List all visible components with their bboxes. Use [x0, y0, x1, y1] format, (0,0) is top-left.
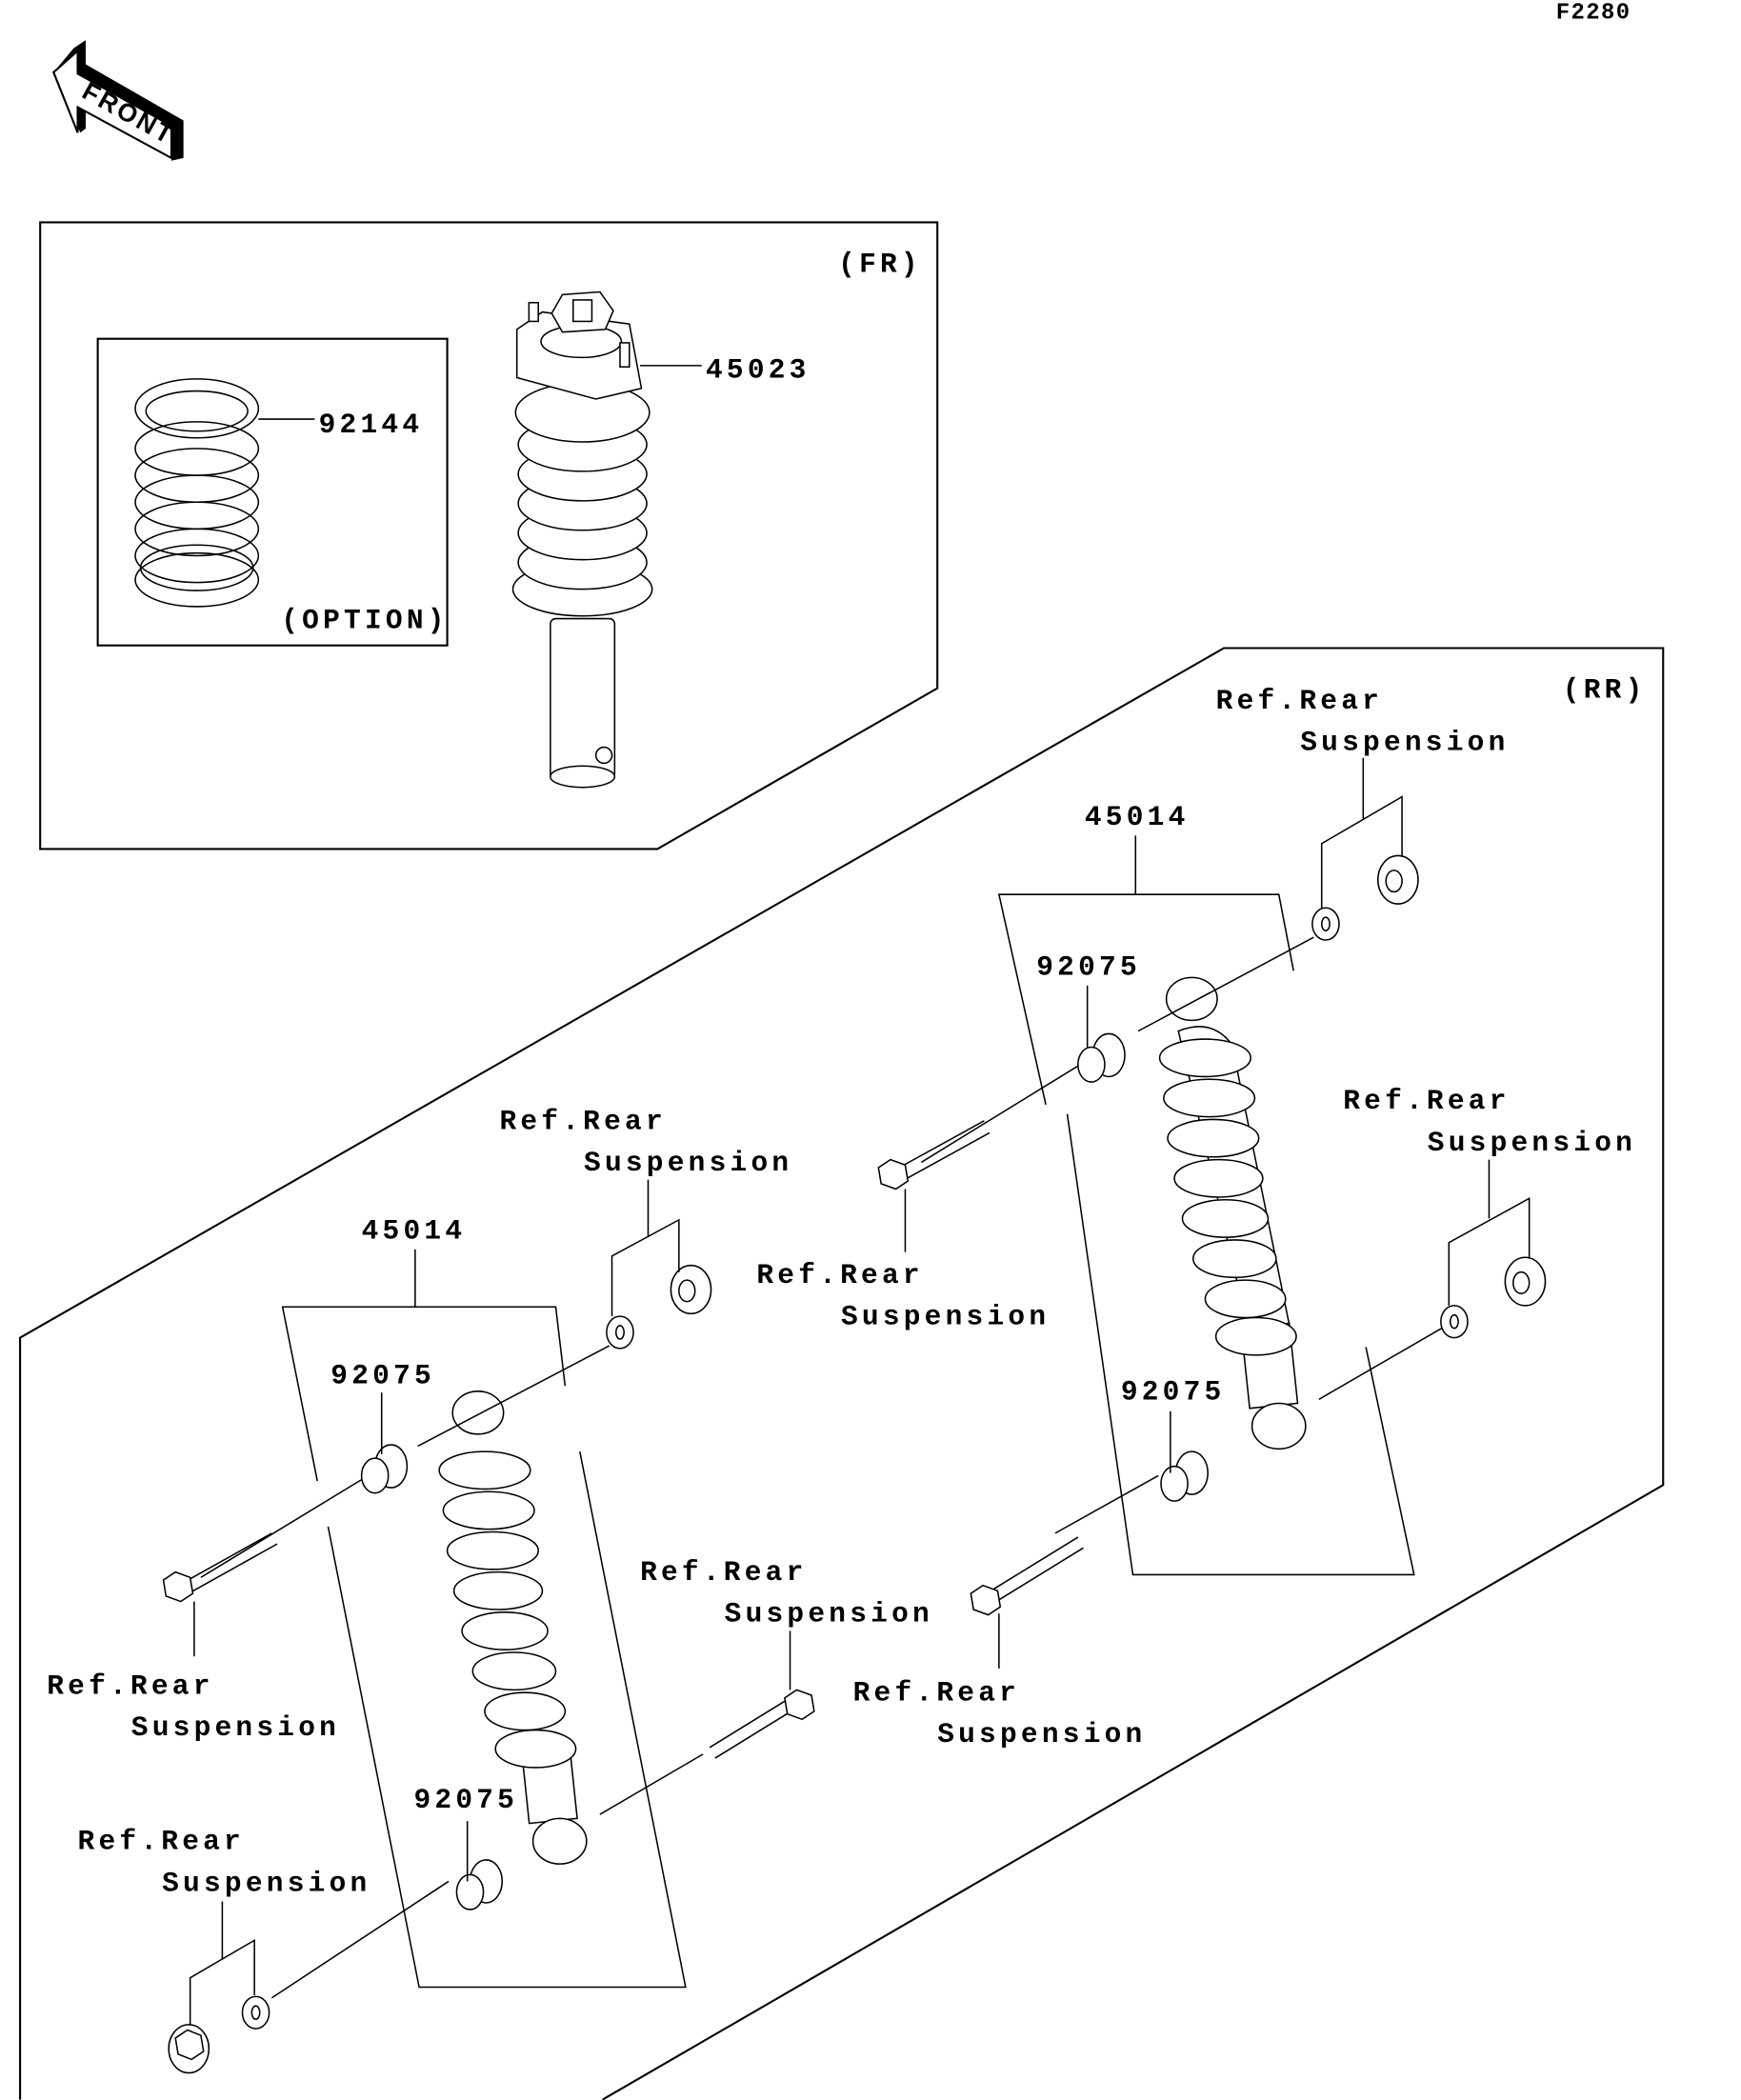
ref-label-5-line1[interactable]: Ref.Rear: [499, 1105, 666, 1137]
bushing-92075-right-lower: [1160, 1450, 1209, 1502]
rear-shock-left-drawing: [438, 1390, 588, 1865]
rear-section-frame: [19, 647, 1665, 2100]
rear-section-label: (RR): [1563, 674, 1647, 707]
rear-shock-right-drawing: [1158, 976, 1307, 1450]
nut-right-upper: [1377, 854, 1419, 905]
ref-label-7-line2[interactable]: Suspension: [725, 1598, 933, 1630]
bracket-45014-left: [281, 1306, 567, 1482]
axis-left-lower-washer: [270, 1880, 450, 1999]
part-number-92075-right-upper[interactable]: 92075: [1036, 951, 1141, 984]
bolt-center: [709, 1689, 815, 1759]
bracket-45014-right-lower: [1066, 1113, 1415, 1576]
leader-ref-right-lower: [1448, 1197, 1531, 1306]
axis-right-upper: [1137, 936, 1314, 1032]
axis-right-upper-bolt: [920, 1061, 1086, 1164]
ref-label-3-line1[interactable]: Ref.Rear: [1343, 1085, 1510, 1117]
ref-label-2-line2[interactable]: Suspension: [841, 1301, 1050, 1333]
part-number-45014-right[interactable]: 45014: [1085, 801, 1190, 833]
bolt-right-upper: [877, 1120, 991, 1190]
ref-label-8-line2[interactable]: Suspension: [162, 1867, 370, 1899]
washer-left-upper: [606, 1315, 634, 1350]
front-shock-drawing: [511, 290, 653, 789]
axis-left-upper: [417, 1345, 610, 1448]
bushing-92075-right-upper: [1077, 1032, 1126, 1083]
part-number-92075-right-lower[interactable]: 92075: [1121, 1375, 1226, 1408]
ref-label-8-line1[interactable]: Ref.Rear: [78, 1826, 245, 1858]
part-number-92075-left-lower[interactable]: 92075: [413, 1784, 518, 1816]
nut-right-lower: [1504, 1256, 1547, 1307]
nut-left-lower: [168, 2024, 210, 2074]
ref-label-4-line2[interactable]: Suspension: [937, 1718, 1146, 1750]
front-section-frame: [39, 221, 939, 850]
axis-right-lower-bolt: [1054, 1474, 1159, 1534]
bolt-left-upper: [162, 1532, 278, 1603]
front-section-label: (FR): [838, 248, 922, 280]
axis-left-lower: [599, 1753, 704, 1815]
part-number-92075-left-upper[interactable]: 92075: [330, 1359, 435, 1391]
part-number-45014-left[interactable]: 45014: [362, 1215, 467, 1248]
option-label: (OPTION): [281, 604, 448, 636]
ref-label-3-line2[interactable]: Suspension: [1428, 1127, 1636, 1159]
part-number-92144[interactable]: 92144: [319, 409, 424, 441]
ref-label-6-line2[interactable]: Suspension: [131, 1711, 340, 1744]
washer-right-lower: [1440, 1305, 1469, 1339]
axis-left-upper-bolt: [200, 1478, 363, 1578]
ref-label-2-line1[interactable]: Ref.Rear: [756, 1259, 923, 1291]
figure-code: F2280: [1556, 1, 1631, 27]
option-box: [96, 337, 449, 647]
front-arrow-icon: FRONT: [51, 40, 184, 161]
nut-left-upper: [670, 1264, 712, 1315]
leader-ref-left-upper: [610, 1218, 680, 1317]
ref-label-1-line1[interactable]: Ref.Rear: [1216, 685, 1383, 717]
ref-label-1-line2[interactable]: Suspension: [1300, 726, 1509, 758]
washer-right-upper: [1311, 907, 1340, 941]
bushing-92075-left-upper: [360, 1444, 409, 1494]
bracket-45014-right: [997, 893, 1294, 1106]
part-number-45023[interactable]: 45023: [706, 353, 810, 386]
bolt-right-lower: [970, 1536, 1084, 1616]
leader-ref-right-upper: [1320, 795, 1403, 909]
washer-left-lower: [241, 1995, 270, 2030]
axis-right-lower: [1318, 1325, 1447, 1400]
coil-spring-drawing: [134, 378, 260, 608]
ref-label-5-line2[interactable]: Suspension: [584, 1147, 792, 1179]
bracket-45014-left-lower: [327, 1450, 687, 1989]
ref-label-6-line1[interactable]: Ref.Rear: [47, 1670, 213, 1703]
ref-label-4-line1[interactable]: Ref.Rear: [853, 1677, 1020, 1710]
bushing-92075-left-lower: [455, 1859, 504, 1910]
ref-label-7-line1[interactable]: Ref.Rear: [640, 1556, 807, 1589]
